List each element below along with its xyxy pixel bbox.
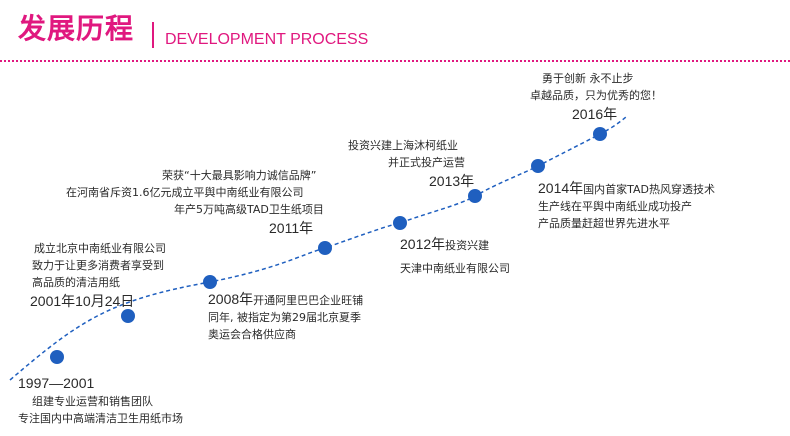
event-2013: 投资兴建上海沐柯纸业 并正式投产运营 2013年 bbox=[348, 137, 474, 191]
event-year: 2012年 bbox=[400, 236, 446, 252]
event-1997: 1997—2001 组建专业运营和销售团队 专注国内中高端清洁卫生用纸市场 bbox=[18, 373, 183, 427]
timeline-node-2011 bbox=[318, 241, 332, 255]
event-text: 产品质量赶超世界先进水平 bbox=[538, 217, 670, 230]
page-title: 发展历程 bbox=[18, 12, 135, 45]
event-year: 2011年 bbox=[269, 220, 314, 236]
event-year: 2016年 bbox=[572, 106, 618, 122]
event-2011: 荣获“十大最具影响力诚信品牌” 在河南省斥资1.6亿元成立平舆中南纸业有限公司 … bbox=[66, 167, 324, 238]
timeline-node-2001 bbox=[121, 309, 135, 323]
event-2001: 成立北京中南纸业有限公司 致力于让更多消费者享受到 高品质的清洁用纸 2001年… bbox=[30, 240, 166, 311]
event-text: 并正式投产运营 bbox=[388, 156, 465, 169]
event-text: 投资兴建上海沐柯纸业 bbox=[348, 139, 458, 152]
event-year: 2008年 bbox=[208, 291, 254, 307]
event-year: 1997—2001 bbox=[18, 375, 95, 391]
timeline-node-2014 bbox=[531, 159, 545, 173]
event-year: 2014年 bbox=[538, 180, 584, 196]
event-text: 组建专业运营和销售团队 bbox=[32, 395, 153, 408]
event-year: 2013年 bbox=[429, 173, 475, 189]
event-2014: 2014年国内首家TAD热风穿透技术 生产线在平舆中南纸业成功投产 产品质量赶超… bbox=[538, 180, 715, 232]
event-text: 奥运会合格供应商 bbox=[208, 328, 296, 341]
timeline-node-2016 bbox=[593, 127, 607, 141]
title-dotted-divider bbox=[0, 60, 790, 62]
event-text: 勇于创新 永不止步 bbox=[542, 72, 634, 85]
event-2012: 2012年投资兴建 天津中南纸业有限公司 bbox=[400, 236, 510, 277]
event-2016: 勇于创新 永不止步 卓越品质，只为优秀的您！ 2016年 bbox=[530, 70, 662, 124]
event-text: 专注国内中高端清洁卫生用纸市场 bbox=[18, 412, 183, 425]
event-text: 卓越品质，只为优秀的您！ bbox=[530, 89, 662, 102]
event-text: 年产5万吨高级TAD卫生纸项目 bbox=[174, 203, 324, 216]
event-text: 荣获“十大最具影响力诚信品牌” bbox=[162, 169, 317, 182]
event-text: 在河南省斥资1.6亿元成立平舆中南纸业有限公司 bbox=[66, 186, 304, 199]
page-subtitle: DEVELOPMENT PROCESS bbox=[165, 31, 369, 48]
timeline-node-1997 bbox=[50, 350, 64, 364]
event-year: 2001年10月24日 bbox=[30, 293, 135, 309]
header: 发展历程 DEVELOPMENT PROCESS bbox=[0, 0, 790, 64]
timeline-node-2012 bbox=[393, 216, 407, 230]
event-text: 天津中南纸业有限公司 bbox=[400, 262, 510, 275]
event-text: 投资兴建 bbox=[445, 239, 490, 252]
event-text: 高品质的清洁用纸 bbox=[32, 276, 120, 289]
timeline-node-2008 bbox=[203, 275, 217, 289]
timeline-node-2013 bbox=[468, 189, 482, 203]
event-text: 国内首家TAD热风穿透技术 bbox=[583, 183, 716, 196]
event-text: 同年, 被指定为第29届北京夏季 bbox=[208, 311, 361, 324]
title-separator bbox=[152, 22, 154, 48]
event-text: 致力于让更多消费者享受到 bbox=[32, 259, 164, 272]
event-text: 成立北京中南纸业有限公司 bbox=[34, 242, 166, 255]
timeline-curve bbox=[9, 116, 627, 381]
event-2008: 2008年开通阿里巴巴企业旺铺 同年, 被指定为第29届北京夏季 奥运会合格供应… bbox=[208, 291, 363, 343]
event-text: 生产线在平舆中南纸业成功投产 bbox=[538, 200, 692, 213]
event-text: 开通阿里巴巴企业旺铺 bbox=[253, 294, 364, 307]
